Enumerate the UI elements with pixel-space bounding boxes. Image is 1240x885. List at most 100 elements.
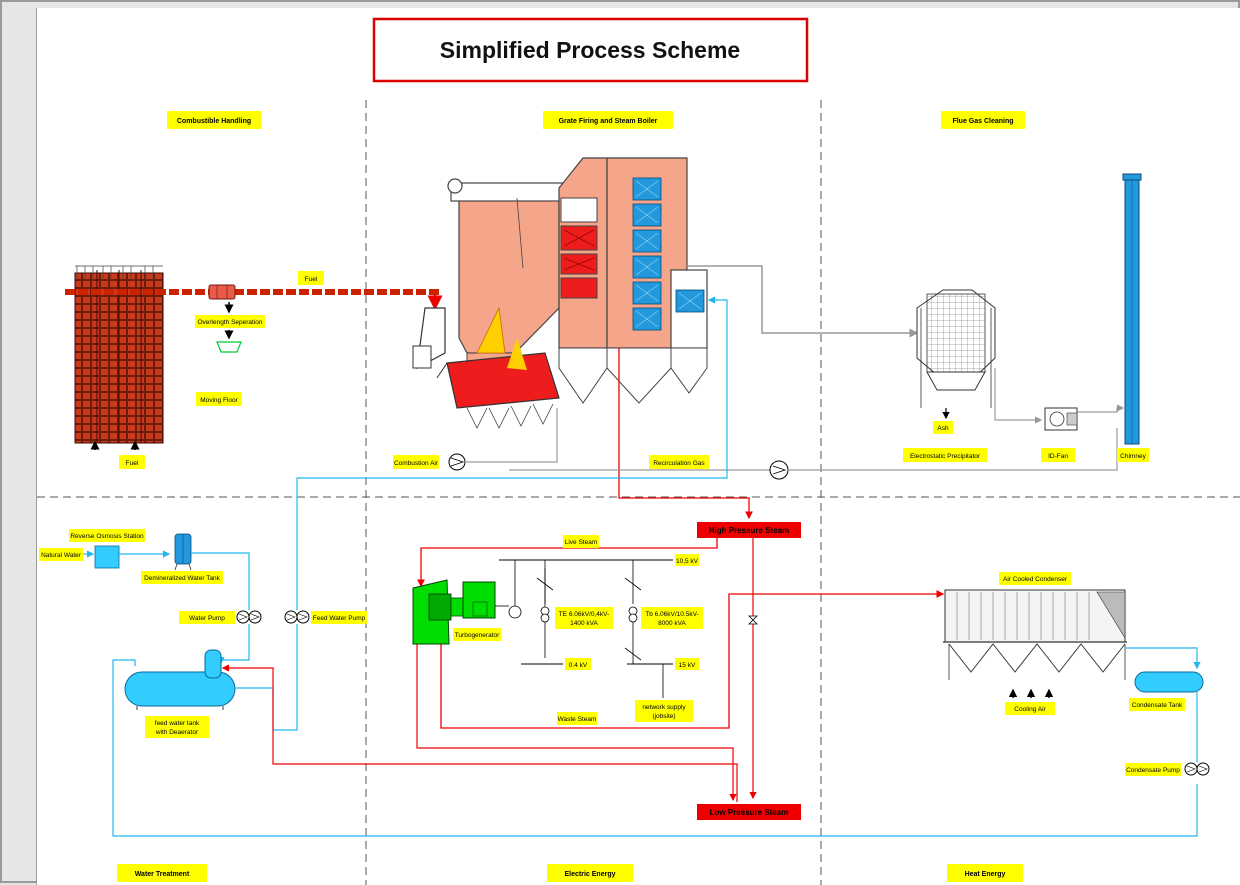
pipe-feed-tank-to-fwp <box>235 624 298 731</box>
turbogenerator <box>412 579 509 645</box>
svg-text:Moving Floor: Moving Floor <box>200 397 238 404</box>
label-10-5kv: 10,5 kV <box>675 554 699 566</box>
svg-text:Water Treatment: Water Treatment <box>135 871 190 878</box>
svg-text:Tb 6.06kV/10.5kV-: Tb 6.06kV/10.5kV- <box>645 611 698 618</box>
label-demin-tank: Demineralized Water Tank <box>141 571 223 584</box>
svg-text:network supply: network supply <box>642 704 686 711</box>
flue-gas-duct <box>687 265 919 338</box>
svg-text:TE 6.06kV/0,4kV-: TE 6.06kV/0,4kV- <box>559 611 610 618</box>
transformer-tb <box>628 606 638 664</box>
svg-text:Fuel: Fuel <box>305 276 318 283</box>
document-page: Simplified Process Scheme Combustible Ha… <box>36 8 1240 885</box>
overlength-separator <box>208 284 236 300</box>
label-turbogenerator: Turbogenerator <box>453 628 501 641</box>
svg-text:Condensate Pump: Condensate Pump <box>1126 767 1180 774</box>
svg-text:0.4 kV: 0.4 kV <box>569 662 588 669</box>
demineralized-water-tank <box>174 533 192 571</box>
pipe-pump-to-feed-tank <box>217 624 250 665</box>
label-ash: Ash <box>933 421 953 434</box>
pipe-lp-to-feed-tank <box>221 664 738 802</box>
label-water-pump: Water Pump <box>179 611 235 624</box>
label-0-4kv: 0.4 kV <box>565 658 591 670</box>
svg-text:Fuel: Fuel <box>126 460 139 467</box>
svg-text:Condensate Tank: Condensate Tank <box>1132 702 1183 709</box>
label-id-fan: ID-Fan <box>1041 448 1075 462</box>
svg-text:Low Pressure Steam: Low Pressure Steam <box>710 808 789 817</box>
pipe-waste-steam <box>440 590 945 729</box>
svg-text:8000 kVA: 8000 kVA <box>658 620 686 627</box>
label-natural-water: Natural Water <box>39 548 83 561</box>
chimney <box>1122 173 1142 445</box>
label-tb-transformer: Tb 6.06kV/10.5kV- 8000 kVA <box>641 607 703 629</box>
generator-symbol <box>508 605 522 619</box>
label-recirculation-gas: Recirculation Gas <box>649 455 709 469</box>
condensate-pump <box>1184 762 1210 776</box>
process-diagram: Simplified Process Scheme Combustible Ha… <box>37 17 1240 885</box>
svg-text:Heat Energy: Heat Energy <box>965 871 1006 878</box>
label-air-cooled-condenser: Air Cooled Condenser <box>999 572 1071 585</box>
transformer-te <box>540 568 550 623</box>
moving-floor-storage <box>74 265 164 444</box>
label-cooling-air: Cooling Air <box>1005 702 1055 715</box>
svg-text:Cooling Air: Cooling Air <box>1014 706 1046 713</box>
valve <box>748 615 758 625</box>
label-combustion-air: Combustion Air <box>393 455 439 469</box>
svg-text:ID-Fan: ID-Fan <box>1048 453 1068 460</box>
label-fuel-bottom: Fuel <box>119 455 145 469</box>
svg-text:with Deaerator: with Deaerator <box>155 729 199 736</box>
duct-esp-to-fan <box>994 368 1043 424</box>
label-esp: Electrostatic Precipitator <box>903 448 987 462</box>
section-label-electric-energy: Electric Energy <box>547 864 633 882</box>
feed-water-tank <box>124 649 236 710</box>
overlength-bin <box>216 341 242 353</box>
label-reverse-osmosis: Reverse Osmosis Station <box>69 529 145 542</box>
svg-text:Waste Steam: Waste Steam <box>558 716 597 723</box>
section-label-combustible-handling: Combustible Handling <box>167 111 261 129</box>
svg-text:Combustion Air: Combustion Air <box>394 460 439 467</box>
feed-water-pump <box>284 610 310 624</box>
svg-text:Water Pump: Water Pump <box>189 615 225 622</box>
lp-steam-box: Low Pressure Steam <box>697 804 801 820</box>
label-live-steam: Live Steam <box>563 535 599 548</box>
pipe-demin-to-pump <box>191 552 250 610</box>
hp-steam-box: High Pressure Steam <box>697 522 801 538</box>
water-pump <box>236 610 262 624</box>
svg-text:15 kV: 15 kV <box>679 662 696 669</box>
svg-text:feed water tank: feed water tank <box>155 720 200 727</box>
svg-text:Overlength Seperation: Overlength Seperation <box>197 319 262 326</box>
air-cooled-condenser <box>943 589 1127 680</box>
svg-text:Electric Energy: Electric Energy <box>565 871 616 878</box>
svg-text:Combustible Handling: Combustible Handling <box>177 118 251 125</box>
svg-text:Chimney: Chimney <box>1120 453 1146 460</box>
label-moving-floor: Moving Floor <box>196 392 242 406</box>
section-label-grate-firing: Grate Firing and Steam Boiler <box>543 111 673 129</box>
pipe-fwp-to-boiler <box>296 296 728 610</box>
label-network-supply: network supply (jobsite) <box>635 700 693 722</box>
svg-text:Live Steam: Live Steam <box>565 539 598 546</box>
section-label-water-treatment: Water Treatment <box>117 864 207 882</box>
title-box <box>372 17 809 83</box>
id-fan <box>1044 407 1078 431</box>
svg-text:Turbogenerator: Turbogenerator <box>455 632 500 639</box>
label-15kv: 15 kV <box>675 658 699 670</box>
label-waste-steam: Waste Steam <box>557 712 597 725</box>
reverse-osmosis-unit <box>94 545 120 569</box>
pipe-condensate-return <box>112 659 1198 837</box>
svg-text:Ash: Ash <box>937 425 949 432</box>
svg-text:Electrostatic Precipitator: Electrostatic Precipitator <box>910 453 981 460</box>
svg-text:1400 kVA: 1400 kVA <box>570 620 598 627</box>
label-condensate-pump: Condensate Pump <box>1125 763 1181 776</box>
svg-text:Air Cooled Condenser: Air Cooled Condenser <box>1003 576 1068 583</box>
label-feed-tank: feed water tank with Deaerator <box>145 716 209 738</box>
combustion-air-duct <box>465 408 558 463</box>
label-condensate-tank: Condensate Tank <box>1129 698 1185 711</box>
steam-boiler <box>412 157 708 429</box>
svg-text:Grate Firing and Steam Boiler: Grate Firing and Steam Boiler <box>559 118 658 125</box>
svg-text:Recirculation Gas: Recirculation Gas <box>653 460 705 467</box>
label-feed-water-pump: Feed Water Pump <box>311 611 367 624</box>
section-label-flue-gas: Flue Gas Cleaning <box>941 111 1025 129</box>
pipe-turbine-to-lp <box>416 644 737 802</box>
svg-text:(jobsite): (jobsite) <box>652 713 675 720</box>
page-title: Simplified Process Scheme <box>440 37 740 63</box>
